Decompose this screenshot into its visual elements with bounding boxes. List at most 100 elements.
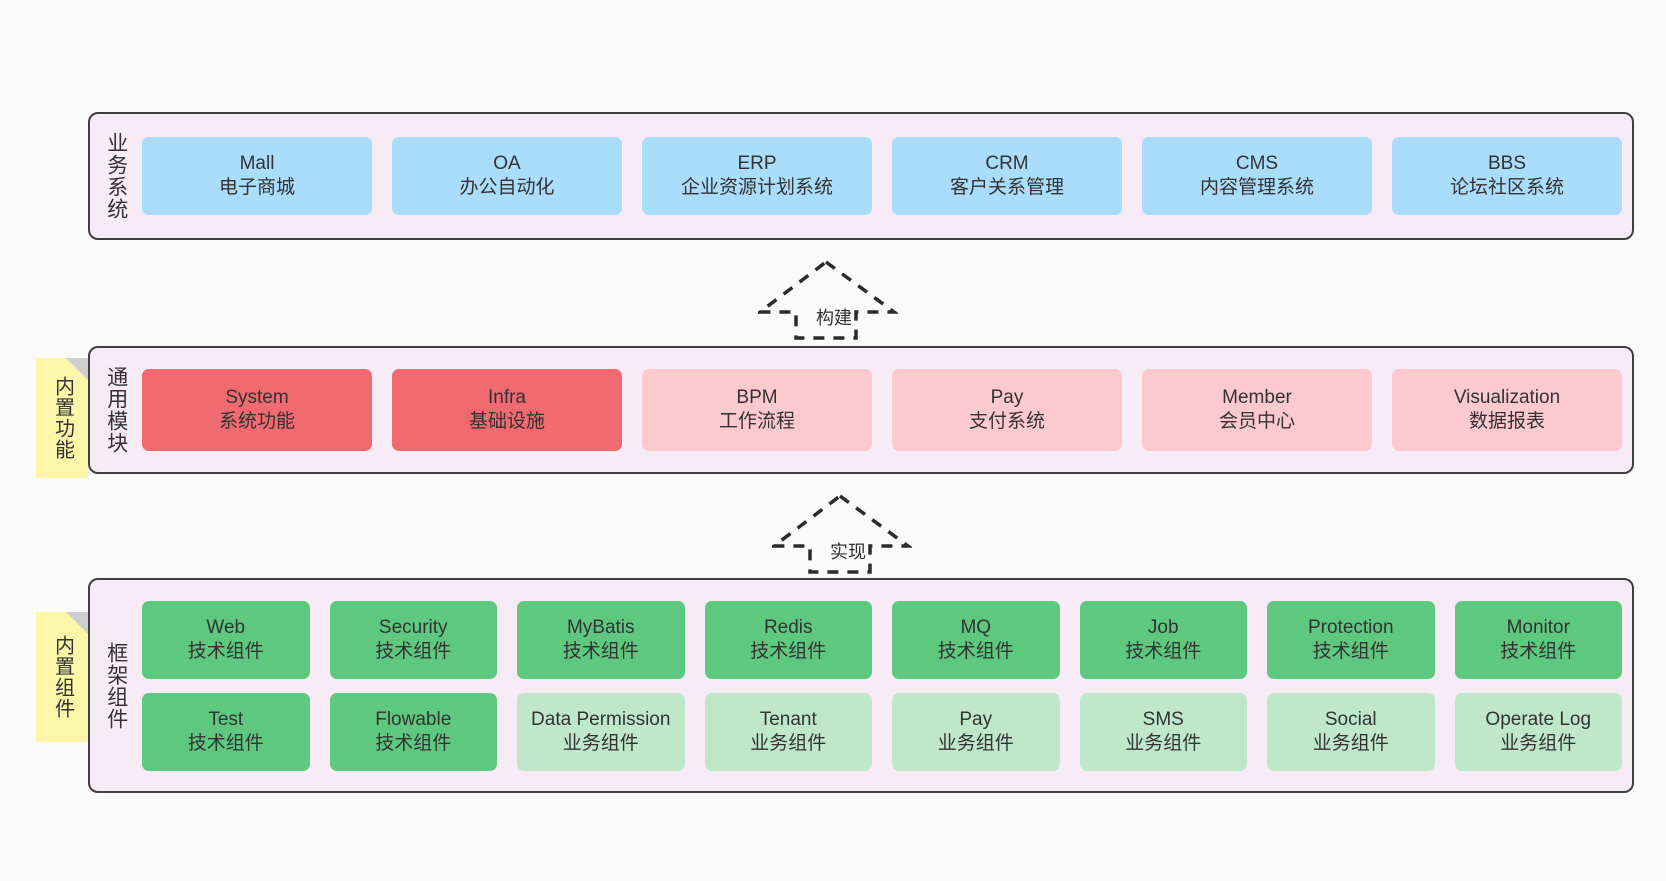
framework-card-security[interactable]: Security 技术组件 [329,600,497,679]
framework-row-technical: Web 技术组件 Security 技术组件 MyBatis 技术组件 Redi… [142,600,1622,679]
layer-title-common-modules: 通用模块 [104,366,128,454]
card-cn-label: 论坛社区系统 [1449,177,1564,198]
card-en-label: MyBatis [566,616,635,638]
framework-card-tenant[interactable]: Tenant 业务组件 [704,692,872,771]
framework-card-social[interactable]: Social 业务组件 [1267,692,1435,771]
card-en-label: Data Permission [531,708,671,730]
card-en-label: Pay [959,708,993,730]
card-cn-label: 业务组件 [1312,732,1389,754]
card-cn-label: 业务组件 [1125,732,1202,754]
card-en-label: Protection [1307,616,1394,638]
card-en-label: Mall [239,153,275,175]
framework-card-mybatis[interactable]: MyBatis 技术组件 [517,600,685,679]
arrow-build-outline [758,259,898,340]
card-en-label: Redis [763,616,813,638]
framework-card-operate-log[interactable]: Operate Log 业务组件 [1454,692,1622,771]
card-cn-label: 业务组件 [937,732,1014,754]
note-label: 内置组件 [51,635,74,719]
layer-business-system: 业务系统 Mall 电子商城 OA 办公自动化 ERP 企业资源计划系统 CRM… [88,112,1634,240]
card-cn-label: 企业资源计划系统 [680,177,833,198]
card-en-label: CMS [1235,153,1279,175]
card-cn-label: 系统功能 [218,411,295,432]
card-cn-label: 技术组件 [187,640,264,662]
card-en-label: SMS [1142,708,1184,730]
card-cn-label: 业务组件 [562,732,639,754]
framework-card-pay[interactable]: Pay 业务组件 [892,692,1060,771]
framework-row-business: Test 技术组件 Flowable 技术组件 Data Permission … [142,692,1622,771]
module-card-row: System 系统功能 Infra 基础设施 BPM 工作流程 Pay 支付系统… [142,369,1622,451]
card-cn-label: 基础设施 [468,411,545,432]
card-en-label: ERP [737,153,777,175]
card-en-label: Flowable [375,708,452,730]
business-card-mall[interactable]: Mall 电子商城 [142,137,372,215]
note-fold-corner [66,612,88,634]
note-builtin-features: 内置功能 [36,358,88,478]
card-en-label: OA [493,153,521,175]
card-en-label: MQ [960,616,992,638]
card-cn-label: 电子商城 [218,177,295,198]
module-card-pay[interactable]: Pay 支付系统 [892,369,1122,451]
module-card-system[interactable]: System 系统功能 [142,369,372,451]
card-cn-label: 技术组件 [562,640,639,662]
module-card-bpm[interactable]: BPM 工作流程 [642,369,872,451]
card-cn-label: 技术组件 [187,732,264,754]
card-cn-label: 工作流程 [718,411,795,432]
card-en-label: Infra [487,387,527,409]
layer-title-framework-components: 框架组件 [104,641,128,730]
framework-card-monitor[interactable]: Monitor 技术组件 [1454,600,1622,679]
card-cn-label: 技术组件 [937,640,1014,662]
note-builtin-components: 内置组件 [36,612,88,742]
card-en-label: System [225,387,289,409]
card-en-label: Job [1147,616,1179,638]
module-card-member[interactable]: Member 会员中心 [1142,369,1372,451]
card-cn-label: 业务组件 [1500,732,1577,754]
framework-card-job[interactable]: Job 技术组件 [1079,600,1247,679]
arrow-implement: 实现 [772,492,912,576]
arrow-implement-outline [772,493,912,574]
business-card-row: Mall 电子商城 OA 办公自动化 ERP 企业资源计划系统 CRM 客户关系… [142,137,1622,215]
layer-framework-components: 框架组件 Web 技术组件 Security 技术组件 MyBatis 技术组件… [88,578,1634,793]
card-en-label: Test [208,708,244,730]
framework-card-redis[interactable]: Redis 技术组件 [704,600,872,679]
card-en-label: CRM [985,153,1029,175]
layer-body-framework-components: Web 技术组件 Security 技术组件 MyBatis 技术组件 Redi… [136,588,1622,783]
card-cn-label: 数据报表 [1468,411,1545,432]
note-fold-corner [66,358,88,380]
layer-body-common-modules: System 系统功能 Infra 基础设施 BPM 工作流程 Pay 支付系统… [136,356,1622,464]
module-card-visualization[interactable]: Visualization 数据报表 [1392,369,1622,451]
framework-card-sms[interactable]: SMS 业务组件 [1079,692,1247,771]
card-cn-label: 会员中心 [1218,411,1295,432]
layer-common-modules: 通用模块 System 系统功能 Infra 基础设施 BPM 工作流程 Pay… [88,346,1634,474]
business-card-bbs[interactable]: BBS 论坛社区系统 [1392,137,1622,215]
card-cn-label: 内容管理系统 [1199,177,1314,198]
business-card-cms[interactable]: CMS 内容管理系统 [1142,137,1372,215]
framework-card-protection[interactable]: Protection 技术组件 [1267,600,1435,679]
framework-card-test[interactable]: Test 技术组件 [142,692,310,771]
card-cn-label: 技术组件 [375,732,452,754]
card-en-label: Pay [990,387,1024,409]
business-card-oa[interactable]: OA 办公自动化 [392,137,622,215]
card-cn-label: 业务组件 [750,732,827,754]
card-en-label: BPM [736,387,778,409]
business-card-crm[interactable]: CRM 客户关系管理 [892,137,1122,215]
framework-card-flowable[interactable]: Flowable 技术组件 [329,692,497,771]
layer-title-business-system: 业务系统 [104,132,128,220]
card-en-label: Member [1222,387,1292,409]
layer-body-business-system: Mall 电子商城 OA 办公自动化 ERP 企业资源计划系统 CRM 客户关系… [136,122,1622,230]
business-card-erp[interactable]: ERP 企业资源计划系统 [642,137,872,215]
card-cn-label: 技术组件 [750,640,827,662]
card-en-label: Operate Log [1485,708,1592,730]
framework-card-mq[interactable]: MQ 技术组件 [892,600,1060,679]
framework-card-data-permission[interactable]: Data Permission 业务组件 [517,692,685,771]
module-card-infra[interactable]: Infra 基础设施 [392,369,622,451]
arrow-build: 构建 [758,258,898,342]
card-en-label: Web [206,616,246,638]
framework-card-web[interactable]: Web 技术组件 [142,600,310,679]
card-cn-label: 办公自动化 [459,177,555,198]
note-label: 内置功能 [51,376,74,460]
card-en-label: BBS [1487,153,1527,175]
card-cn-label: 技术组件 [1312,640,1389,662]
card-cn-label: 技术组件 [1125,640,1202,662]
card-en-label: Tenant [759,708,817,730]
